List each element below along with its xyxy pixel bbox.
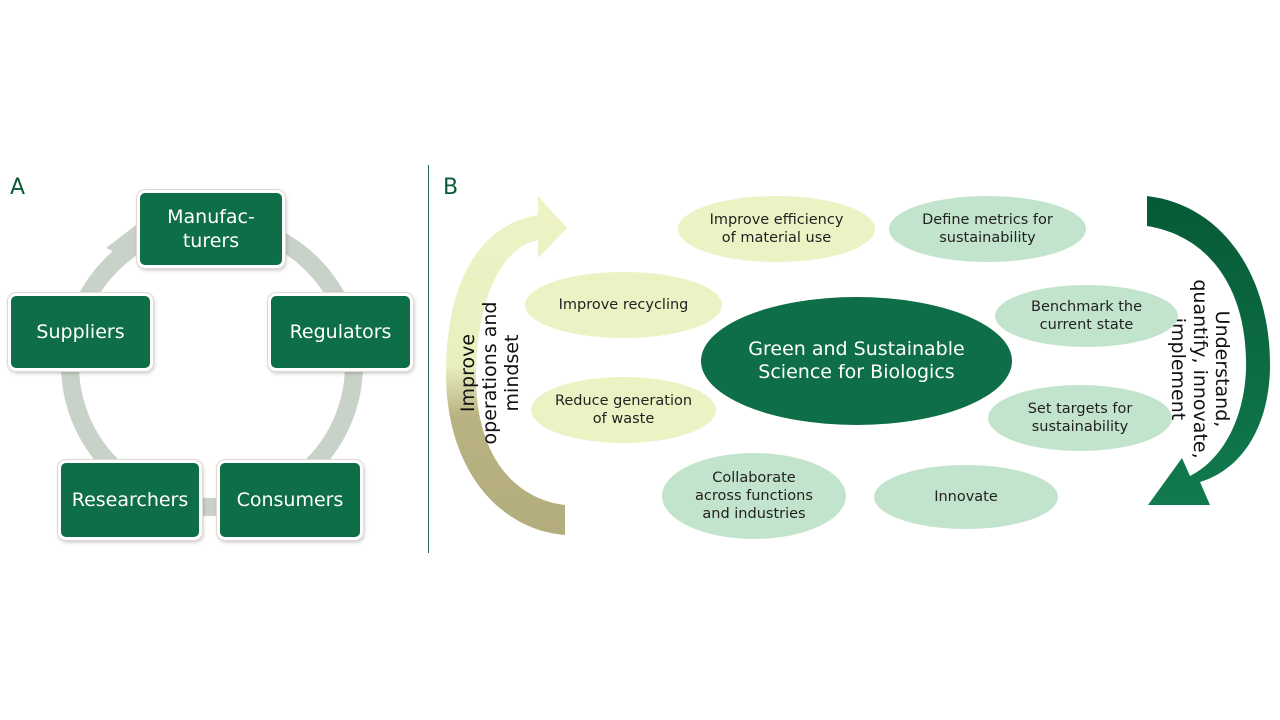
right-arrow-label-text: Understand, quantify, innovate, implemen…	[1167, 279, 1233, 459]
node-label: Consumers	[236, 489, 344, 511]
cycle-arrowhead	[106, 222, 140, 258]
item-label: Collaborate across functions and industr…	[695, 470, 813, 522]
panel-a-label: A	[10, 175, 26, 200]
panel-divider	[428, 165, 429, 553]
item-innovate: Innovate	[874, 465, 1058, 529]
item-improve-efficiency: Improve efficiency of material use	[678, 196, 875, 262]
node-label: Suppliers	[36, 321, 125, 343]
node-label: Regulators	[289, 321, 392, 343]
node-consumers: Consumers	[217, 460, 363, 540]
item-label: Set targets for sustainability	[1027, 401, 1133, 435]
item-label: Improve efficiency of material use	[709, 212, 844, 246]
item-define-metrics: Define metrics for sustainability	[889, 196, 1086, 262]
node-label: Researchers	[71, 489, 189, 511]
node-regulators: Regulators	[268, 293, 413, 371]
panel-b-label: B	[443, 175, 459, 200]
center-label: Green and Sustainable Science for Biolog…	[748, 338, 965, 383]
right-curved-arrow	[1147, 196, 1271, 505]
item-label: Define metrics for sustainability	[922, 212, 1053, 246]
item-collaborate: Collaborate across functions and industr…	[662, 453, 846, 539]
node-label: Manufac- turers	[167, 206, 255, 252]
item-benchmark: Benchmark the current state	[995, 285, 1178, 347]
item-reduce-waste: Reduce generation of waste	[531, 377, 716, 443]
right-arrow-label: Understand, quantify, innovate, implemen…	[1167, 249, 1233, 489]
left-arrow-label: Improve operations and mindset	[457, 253, 523, 493]
item-improve-recycling: Improve recycling	[525, 272, 722, 338]
node-suppliers: Suppliers	[8, 293, 153, 371]
node-researchers: Researchers	[58, 460, 202, 540]
node-manufacturers: Manufac- turers	[137, 190, 285, 268]
left-arrow-label-text: Improve operations and mindset	[457, 301, 523, 445]
center-ellipse: Green and Sustainable Science for Biolog…	[701, 297, 1012, 425]
item-set-targets: Set targets for sustainability	[988, 385, 1172, 451]
left-curved-arrow	[445, 196, 567, 535]
item-label: Benchmark the current state	[1031, 299, 1142, 333]
item-label: Innovate	[934, 489, 998, 505]
item-label: Reduce generation of waste	[554, 393, 693, 427]
item-label: Improve recycling	[558, 297, 689, 313]
